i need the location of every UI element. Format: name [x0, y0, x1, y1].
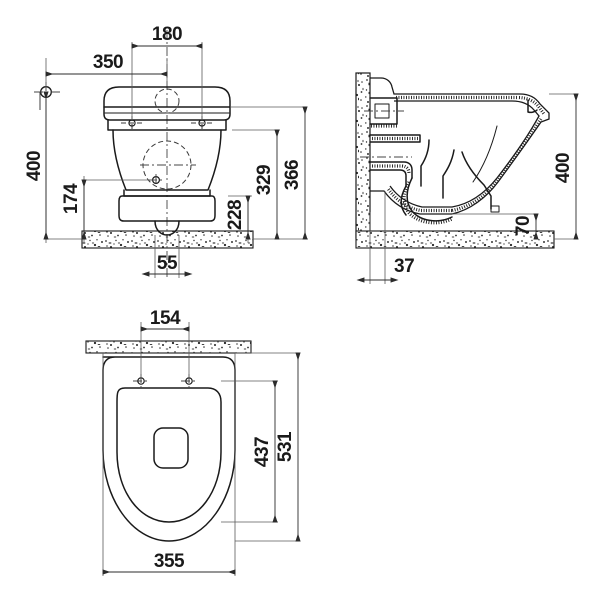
pan-top-cap	[103, 86, 231, 108]
dimension-437-label: 437	[252, 437, 273, 467]
dimension-154-label: 154	[150, 308, 181, 329]
flush-inlet-box	[369, 97, 398, 125]
dimension-174-label: 174	[61, 183, 82, 214]
trapway-hatch	[402, 181, 453, 225]
dimension-350: 350	[45, 52, 168, 77]
dimension-355-label: 355	[154, 551, 185, 572]
dimension-400-front-label: 400	[24, 151, 45, 181]
dimension-228-label: 228	[225, 200, 246, 230]
waste-outlet-inner	[369, 169, 407, 187]
siphon-rib-right	[461, 151, 492, 210]
outlet-boss	[490, 205, 500, 213]
dimension-400-side-label: 400	[553, 153, 574, 183]
dimension-70-label: 70	[513, 216, 534, 236]
wall-hatch-outer-right	[451, 118, 543, 213]
plan-view: 154 355 437 531	[85, 308, 301, 576]
mid-ledge-profile	[369, 134, 421, 143]
dimension-437: 437	[252, 380, 278, 523]
plan-flush-aperture	[153, 427, 189, 469]
dimension-350-label: 350	[93, 52, 123, 73]
waste-outlet-hatch	[372, 164, 411, 175]
dimension-37: 37	[356, 256, 415, 283]
plan-wall-hatch	[86, 341, 251, 353]
right-rim-detail	[527, 99, 538, 114]
dimension-329: 329	[254, 129, 280, 240]
dimension-70: 70	[513, 213, 539, 240]
plan-wall-strip	[85, 340, 252, 354]
pan-bowl-taper	[112, 129, 222, 191]
dimension-37-label: 37	[394, 256, 414, 277]
wall-hatch-bottom	[386, 187, 452, 213]
dimension-55-label: 55	[157, 253, 178, 274]
side-floor-hatch	[356, 231, 554, 248]
side-section-view: 400 70 37	[355, 72, 579, 284]
pan-outer-profile	[370, 77, 550, 215]
side-waste-outlet	[360, 156, 413, 187]
outlet-bore-circle	[142, 140, 192, 190]
plan-wall-outline	[85, 340, 252, 354]
side-trapway	[400, 177, 453, 225]
pan-outlet-stub	[154, 220, 180, 236]
dimension-400-side: 400	[553, 93, 579, 240]
side-floor-outline	[355, 230, 555, 249]
floor-hatch	[82, 231, 253, 248]
front-elevation-view: 180 350 400 174 228 329 36	[24, 24, 308, 278]
bowl-inner-shade	[472, 125, 498, 183]
front-pan-body	[103, 86, 231, 236]
side-mid-ledge	[369, 134, 421, 143]
wall-hatch	[356, 73, 370, 238]
side-floor-slab	[355, 230, 555, 249]
plan-bowl-rim	[116, 387, 222, 523]
dimension-329-label: 329	[254, 165, 275, 195]
front-floor-slab	[81, 230, 254, 249]
dimension-228: 228	[225, 195, 251, 240]
dimension-180: 180	[131, 24, 203, 49]
trapway-outer	[406, 177, 453, 222]
datum-crosshair-symbol	[34, 82, 60, 110]
siphon-rib-left	[420, 139, 430, 187]
side-wall	[355, 72, 371, 239]
dimension-55: 55	[141, 253, 193, 277]
wall-hatch-rim-right	[518, 95, 546, 115]
dimension-531: 531	[275, 352, 301, 542]
dimension-180-label: 180	[152, 24, 182, 45]
floor-outline	[81, 230, 254, 249]
side-flush-inlet	[364, 97, 404, 128]
dimension-531-label: 531	[275, 431, 296, 462]
dimension-355: 355	[102, 551, 236, 575]
flush-hole-circle	[154, 88, 180, 114]
dimension-400-front: 400	[24, 91, 49, 240]
dimension-174: 174	[61, 179, 87, 240]
plan-pan-outline	[102, 356, 236, 542]
cap-lower-edge	[103, 106, 231, 121]
dimension-366-label: 366	[282, 160, 303, 190]
flush-inlet-spigot	[374, 103, 390, 119]
pan-foot-block	[118, 195, 216, 222]
dimension-154: 154	[140, 308, 190, 332]
waste-outlet-top	[369, 161, 413, 179]
side-pan-section	[360, 77, 550, 225]
siphon-rib-mid	[442, 149, 455, 199]
dimension-366: 366	[282, 106, 308, 240]
